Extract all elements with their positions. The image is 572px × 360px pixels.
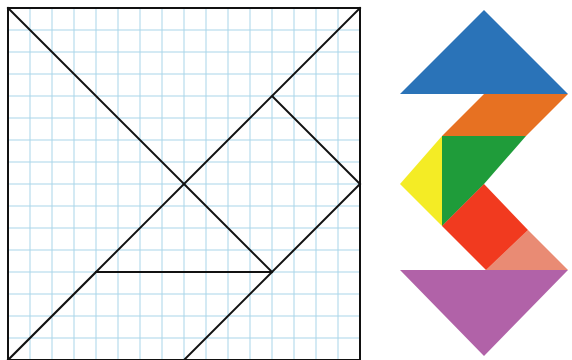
large-triangle-top (400, 10, 568, 94)
parallelogram (442, 94, 568, 136)
small-triangle-yellow (400, 136, 442, 226)
large-triangle-bottom (400, 270, 568, 356)
tangram-grid-puzzle (8, 8, 360, 360)
tangram-colored-shape (400, 10, 568, 356)
